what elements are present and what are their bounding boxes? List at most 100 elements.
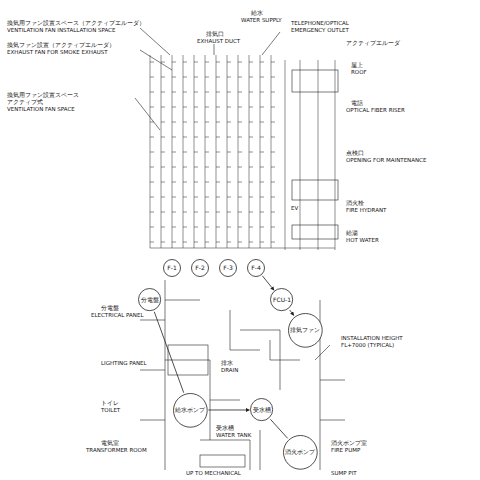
annotation-text: 電気室 <box>100 440 120 446</box>
floor-tick <box>238 92 242 93</box>
equipment-tag: 排気ファン <box>290 327 320 334</box>
floor-tick <box>205 77 209 78</box>
equipment-tag: F-1 <box>167 265 176 272</box>
floor-tick <box>238 77 242 78</box>
floor-tick <box>271 212 275 213</box>
floor-tick <box>172 197 176 198</box>
floor-tick <box>183 92 187 93</box>
floor-tick <box>238 212 242 213</box>
floor-tick <box>249 227 253 228</box>
floor-tick <box>205 122 209 123</box>
floor-tick <box>271 242 275 243</box>
floor-tick <box>150 152 154 153</box>
annotation-text: ELECTRICAL PANEL <box>90 312 144 318</box>
riser-line <box>194 55 195 248</box>
floor-tick <box>260 62 264 63</box>
floor-tick <box>172 107 176 108</box>
floor-tick <box>183 182 187 183</box>
floor-tick <box>150 227 154 228</box>
floor-tick <box>216 92 220 93</box>
floor-tick <box>216 212 220 213</box>
annotation-text: SUMP PIT <box>330 470 358 476</box>
floor-tick <box>194 197 198 198</box>
riser-line <box>183 55 184 248</box>
floor-tick <box>172 182 176 183</box>
floor-tick <box>238 62 242 63</box>
floor-tick <box>172 227 176 228</box>
annotation-text: LIGHTING PANEL <box>100 360 148 366</box>
riser-line <box>161 55 162 248</box>
floor-tick <box>150 167 154 168</box>
floor-tick <box>161 107 165 108</box>
floor-tick <box>150 92 154 93</box>
floor-tick <box>216 122 220 123</box>
floor-tick <box>227 197 231 198</box>
floor-tick <box>183 242 187 243</box>
riser-line <box>318 60 319 250</box>
pipe-connector <box>154 312 183 393</box>
floor-tick <box>227 107 231 108</box>
floor-tick <box>271 227 275 228</box>
floor-tick <box>249 242 253 243</box>
equipment-tag: 分電盤 <box>141 297 159 304</box>
floor-tick <box>194 227 198 228</box>
annotation-text: TRANSFORMER ROOM <box>85 447 148 453</box>
floor-tick <box>161 182 165 183</box>
floor-tick <box>260 242 264 243</box>
floor-tick <box>205 152 209 153</box>
equipment-circle: FCU-1 <box>270 288 293 311</box>
riser-line <box>285 60 286 250</box>
floor-tick <box>150 242 154 243</box>
floor-tick <box>172 77 176 78</box>
equipment-outline <box>292 70 338 92</box>
floor-tick <box>216 182 220 183</box>
leader-line <box>140 28 170 55</box>
riser-line <box>238 55 239 248</box>
floor-tick <box>227 62 231 63</box>
equipment-outline <box>168 345 208 375</box>
equipment-circle: 排気ファン <box>288 313 323 348</box>
floor-tick <box>205 197 209 198</box>
equipment-tag: FCU-1 <box>273 297 291 304</box>
floor-tick <box>260 212 264 213</box>
header-pipe <box>150 248 335 249</box>
riser-line <box>172 55 173 248</box>
pipe-connector <box>208 409 249 410</box>
annotation-text: 排気口 <box>205 31 225 37</box>
floor-tick <box>216 242 220 243</box>
annotation-text: 換気用ファン設置スペース <box>6 92 80 98</box>
floor-tick <box>150 122 154 123</box>
floor-tick <box>183 62 187 63</box>
floor-tick <box>161 92 165 93</box>
riser-line <box>271 55 272 248</box>
floor-tick <box>150 77 154 78</box>
floor-tick <box>249 92 253 93</box>
floor-tick <box>183 77 187 78</box>
equipment-tag: F-2 <box>195 265 204 272</box>
annotation-text: ROOF <box>350 69 368 75</box>
floor-tick <box>260 107 264 108</box>
floor-tick <box>216 62 220 63</box>
leader-line <box>315 345 330 360</box>
floor-tick <box>205 167 209 168</box>
floor-tick <box>161 167 165 168</box>
floor-tick <box>172 62 176 63</box>
riser-line <box>205 55 206 248</box>
annotation-text: 電話 <box>350 100 364 106</box>
floor-tick <box>194 212 198 213</box>
annotation-text: DRAIN <box>220 367 239 373</box>
equipment-tag: 受水槽 <box>253 407 271 414</box>
floor-tick <box>249 137 253 138</box>
floor-tick <box>249 62 253 63</box>
floor-tick <box>260 92 264 93</box>
pipe-connector <box>290 310 294 315</box>
floor-tick <box>249 167 253 168</box>
floor-tick <box>238 137 242 138</box>
floor-tick <box>161 212 165 213</box>
annotation-text: VENTILATION FAN SPACE <box>6 106 76 112</box>
floor-tick <box>260 137 264 138</box>
floor-tick <box>194 167 198 168</box>
equipment-tag: 消火ポンプ <box>285 449 315 456</box>
floor-tick <box>271 77 275 78</box>
floor-tick <box>249 212 253 213</box>
